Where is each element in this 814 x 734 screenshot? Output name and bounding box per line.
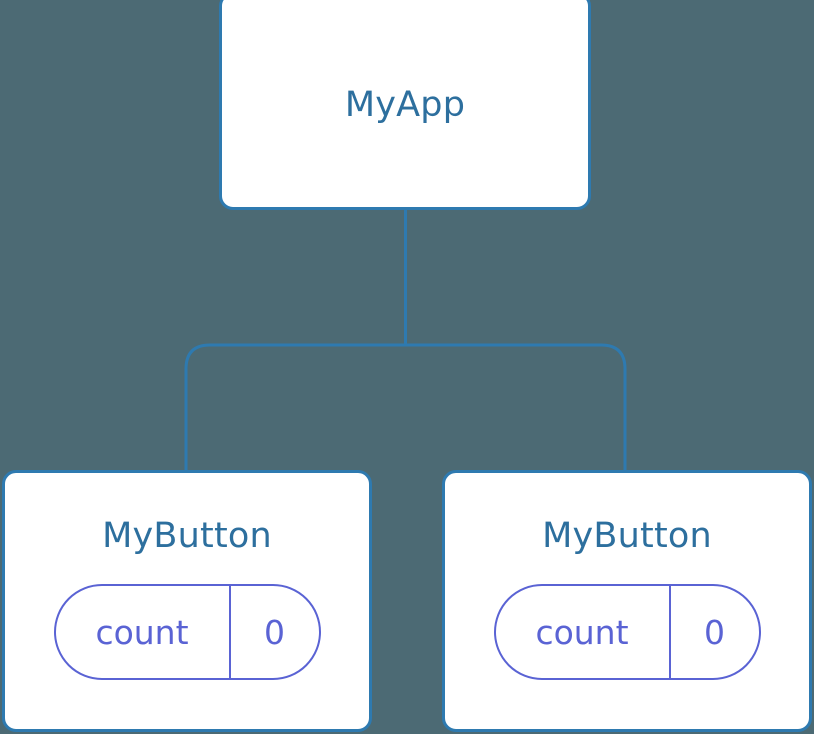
state-pill-value: 0 — [264, 612, 285, 652]
state-pill-value: 0 — [704, 612, 725, 652]
node-mybutton-1[interactable]: MyButton count 0 — [442, 470, 812, 732]
node-myapp[interactable]: MyApp — [219, 0, 591, 210]
connector-branch-left — [184, 343, 406, 472]
state-pill-key: count — [496, 586, 671, 678]
connector-branch-right — [405, 343, 627, 472]
node-mybutton-0[interactable]: MyButton count 0 — [2, 470, 372, 732]
state-pill-count-1[interactable]: count 0 — [493, 584, 761, 680]
node-title: MyApp — [344, 84, 466, 125]
node-title: MyButton — [542, 516, 712, 556]
state-pill-count-0[interactable]: count 0 — [53, 584, 321, 680]
node-title: MyButton — [102, 516, 272, 556]
state-pill-key: count — [56, 586, 231, 678]
